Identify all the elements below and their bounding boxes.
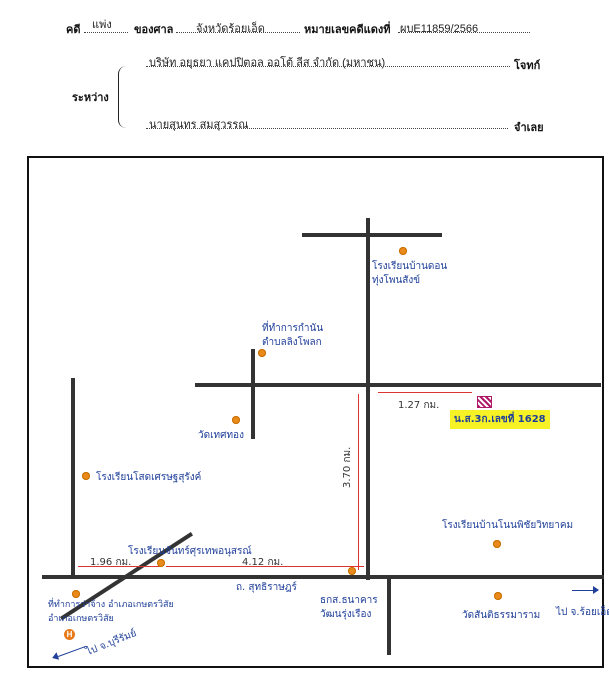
deed-label: น.ส.3ก.เลขที่ 1628 <box>450 410 550 429</box>
pin-subdistrict-office <box>258 349 266 357</box>
hospital-marker: H <box>64 629 75 640</box>
parcel-marker <box>477 396 492 408</box>
distance-line-mid <box>166 566 364 567</box>
pin-wat-right <box>494 592 502 600</box>
dotted-line <box>176 32 300 33</box>
dotted-line <box>84 32 128 33</box>
pin-school-chan <box>157 559 165 567</box>
label-school-chan: โรงเรียนจันทร์ศุรเทพอนุสรณ์ <box>128 546 252 557</box>
pin-wat-sai <box>232 416 240 424</box>
case-label: คดี <box>66 24 81 36</box>
label-subdistrict-office: ที่ทำการกำนัน ตำบลลิงโพลก <box>262 323 324 348</box>
plaintiff-name: บริษัท อยุธยา แคปปิตอล ออโต้ ลีส จำกัด (… <box>149 57 386 69</box>
pin-school-ban <box>493 540 501 548</box>
label-district-office: ที่ทำการว่าจ้าง อำเภอเกษตรวิสัย อำเภอเกษ… <box>48 600 174 624</box>
distance-left: 1.96 กม. <box>90 557 132 568</box>
label-school-ban: โรงเรียนบ้านโนนพิชัยวิทยาคม <box>442 520 574 531</box>
case-type: แพ่ง <box>92 19 112 31</box>
road-main-vertical <box>366 218 370 580</box>
court-name: จังหวัดร้อยเอ็ด <box>196 23 265 35</box>
between-label: ระหว่าง <box>72 92 109 104</box>
label-wat-sai: วัดเทศทอง <box>198 430 244 441</box>
arrow-right-line <box>572 590 598 591</box>
label-school-top: โรงเรียนบ้านดอน ทุ่งโพนสังข์ <box>372 261 448 286</box>
court-label: ของศาล <box>134 24 174 36</box>
dotted-line <box>146 128 508 129</box>
pin-school-sadet <box>82 472 90 480</box>
plaintiff-label: โจทก์ <box>514 60 541 72</box>
label-school-sadet: โรงเรียนโสดเศรษฐสุรังค์ <box>96 472 202 483</box>
brace <box>118 66 133 128</box>
pin-district-office <box>72 590 80 598</box>
label-wat-right: วัดสันติธรรมาราม <box>462 610 541 621</box>
distance-mid: 4.12 กม. <box>242 557 284 568</box>
road-left-vertical <box>71 378 75 578</box>
label-road-name: ถ. สุทธิราษฎร์ <box>236 582 297 593</box>
road-short-vertical <box>251 349 255 439</box>
defendant-label: จำเลย <box>514 122 544 134</box>
dotted-line <box>398 32 530 33</box>
pin-bank <box>348 567 356 575</box>
label-to-roiet: ไป จ.ร้อยเอ็ด <box>556 607 609 618</box>
distance-top: 1.27 กม. <box>398 400 440 411</box>
distance-line-left <box>78 566 160 567</box>
road-top-horizontal <box>302 233 442 237</box>
road-lower-vertical <box>387 577 391 655</box>
red-no-label: หมายเลขคดีแดงที่ <box>304 24 391 36</box>
dotted-line <box>146 66 510 67</box>
distance-line-vertical <box>358 394 359 570</box>
red-no: ผบE11859/2566 <box>400 23 479 35</box>
arrow-right-icon <box>593 586 599 594</box>
road-upper-horizontal <box>195 383 601 387</box>
map-frame <box>27 156 604 668</box>
distance-vertical: 3.70 กม. <box>342 446 353 488</box>
road-main-horizontal <box>42 575 604 579</box>
distance-line-top <box>378 392 472 393</box>
defendant-name: นายสุนทร สมสุวรรณ <box>149 119 249 131</box>
label-bank: ธกส.ธนาคาร วัฒนรุ่งเรือง <box>320 595 378 620</box>
pin-school-top <box>399 247 407 255</box>
